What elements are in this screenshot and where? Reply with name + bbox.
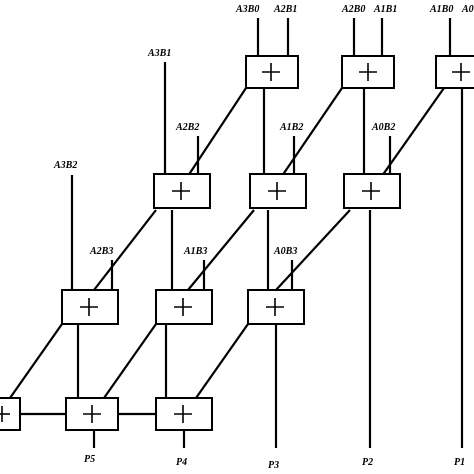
- adder-r3-c2: [155, 289, 213, 325]
- output-labels: P5 P4 P3 P2 P1: [84, 454, 465, 471]
- label-a1b2: A1B2: [279, 122, 303, 133]
- label-a1b1: A1B1: [373, 4, 397, 15]
- label-a3b2: A3B2: [53, 160, 77, 171]
- adder-r2-c2: [249, 173, 307, 209]
- label-a3b0: A3B0: [235, 4, 259, 15]
- input-labels: A3B0 A2B1 A2B0 A1B1 A1B0 A0 A3B1 A2B2 A1…: [53, 4, 474, 257]
- adder-r1-c1: [245, 55, 299, 89]
- label-a3b1: A3B1: [147, 48, 171, 59]
- adder-r4-c0: [0, 397, 21, 431]
- label-p5: P5: [84, 454, 95, 465]
- label-a1b0: A1B0: [429, 4, 453, 15]
- label-p2: P2: [362, 457, 373, 468]
- label-a2b2: A2B2: [175, 122, 199, 133]
- label-a2b1: A2B1: [273, 4, 297, 15]
- label-a0-partial: A0: [461, 4, 474, 15]
- adder-r3-c3: [247, 289, 305, 325]
- adder-grid: [0, 55, 474, 431]
- label-p3: P3: [268, 460, 279, 471]
- label-a2b0: A2B0: [341, 4, 365, 15]
- wires: [9, 18, 464, 448]
- adder-r4-c2: [155, 397, 213, 431]
- label-a0b3: A0B3: [273, 246, 297, 257]
- adder-r1-c2: [341, 55, 395, 89]
- adder-r1-c3: [435, 55, 474, 89]
- label-a0b2: A0B2: [371, 122, 395, 133]
- adder-r3-c1: [61, 289, 119, 325]
- adder-r4-c1: [65, 397, 119, 431]
- adder-r2-c3: [343, 173, 401, 209]
- label-a2b3: A2B3: [89, 246, 113, 257]
- label-a1b3: A1B3: [183, 246, 207, 257]
- label-p1: P1: [454, 457, 465, 468]
- label-p4: P4: [176, 457, 187, 468]
- adder-r2-c1: [153, 173, 211, 209]
